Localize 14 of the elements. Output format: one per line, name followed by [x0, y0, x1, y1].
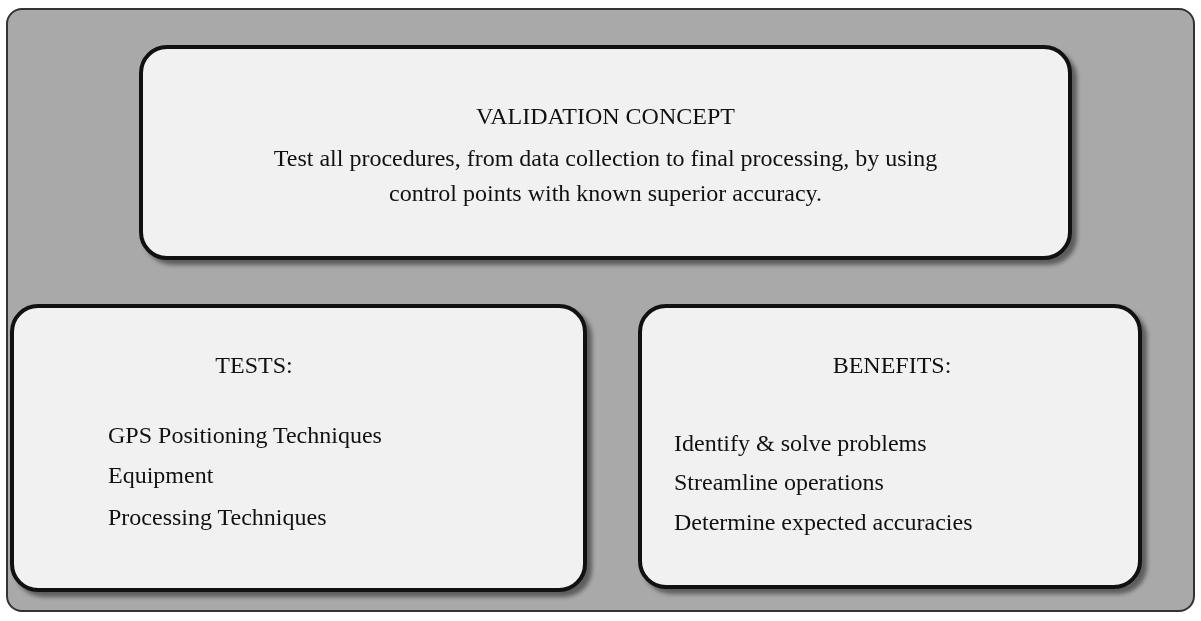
box-text: Test all procedures, from data collection to final processing, by using control points with known superior accuracy. [272, 144, 939, 208]
box-heading: TESTS: [214, 351, 294, 380]
box-text: Streamline operations [674, 468, 884, 497]
rounded-box [10, 304, 587, 592]
panel-background [6, 8, 1195, 612]
box-heading: VALIDATION CONCEPT [475, 102, 736, 131]
box-heading: BENEFITS: [831, 351, 953, 380]
rounded-box [638, 304, 1142, 589]
box-text: Determine expected accuracies [674, 508, 973, 537]
box-text: Equipment [108, 461, 214, 490]
box-text: Processing Techniques [108, 503, 327, 532]
box-text: GPS Positioning Techniques [108, 421, 382, 450]
rounded-box [139, 45, 1072, 260]
box-text: Identify & solve problems [674, 429, 927, 458]
